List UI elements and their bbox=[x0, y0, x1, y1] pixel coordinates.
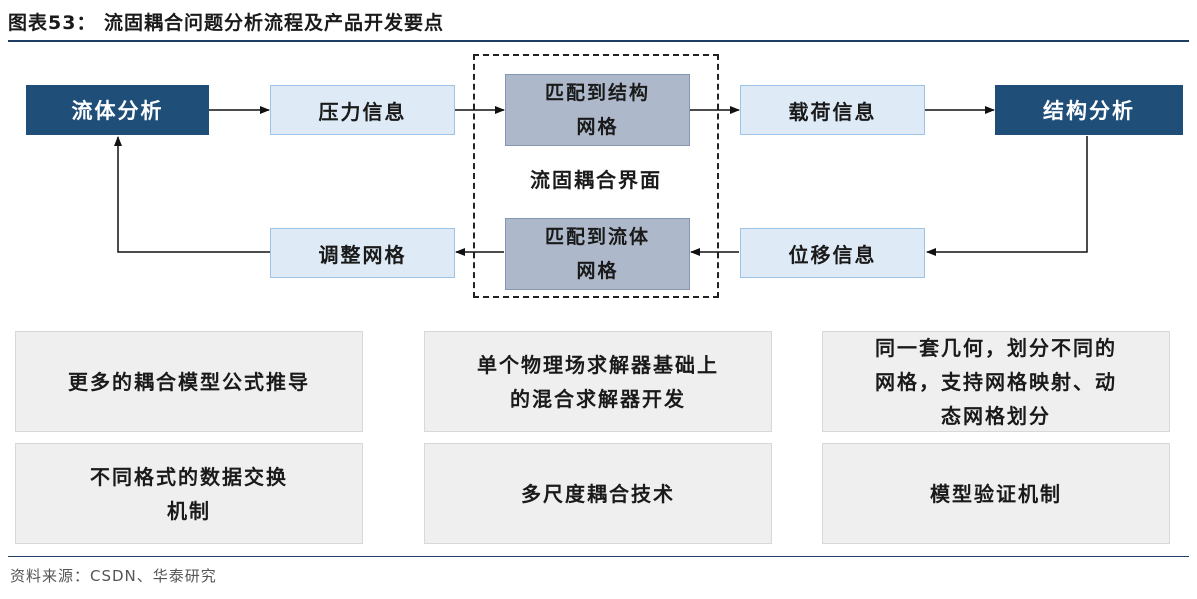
fsi-interface-frame bbox=[473, 54, 719, 298]
point-card-6-text: 模型验证机制 bbox=[930, 481, 1062, 506]
point-card-4: 不同格式的数据交换 机制 bbox=[15, 443, 363, 544]
point-card-2-line2: 的混合求解器开发 bbox=[510, 386, 686, 411]
title-divider bbox=[8, 40, 1189, 42]
match-fluid-mesh-line1: 匹配到流体 bbox=[544, 226, 650, 248]
footer-divider bbox=[8, 556, 1189, 557]
point-card-2-line1: 单个物理场求解器基础上 bbox=[477, 352, 719, 377]
match-fluid-mesh-line2: 网格 bbox=[576, 260, 619, 282]
point-card-3-line3: 态网格划分 bbox=[941, 403, 1051, 428]
adjust-mesh-box: 调整网格 bbox=[270, 228, 455, 278]
match-structure-mesh-line1: 匹配到结构 bbox=[544, 82, 650, 104]
point-card-1-text: 更多的耦合模型公式推导 bbox=[68, 369, 310, 394]
match-fluid-mesh-box: 匹配到流体 网格 bbox=[505, 218, 690, 290]
point-card-3: 同一套几何，划分不同的 网格，支持网格映射、动 态网格划分 bbox=[822, 331, 1170, 432]
point-card-4-line2: 机制 bbox=[167, 498, 211, 523]
match-structure-mesh-line2: 网格 bbox=[576, 116, 619, 138]
point-card-2: 单个物理场求解器基础上 的混合求解器开发 bbox=[424, 331, 772, 432]
load-info-box: 载荷信息 bbox=[740, 85, 925, 135]
structure-analysis-box: 结构分析 bbox=[995, 85, 1183, 135]
point-card-3-line1: 同一套几何，划分不同的 bbox=[875, 335, 1117, 360]
source-note: 资料来源：CSDN、华泰研究 bbox=[10, 567, 217, 585]
pressure-info-box: 压力信息 bbox=[270, 85, 455, 135]
point-card-4-line1: 不同格式的数据交换 bbox=[90, 464, 288, 489]
point-card-5: 多尺度耦合技术 bbox=[424, 443, 772, 544]
point-card-6: 模型验证机制 bbox=[822, 443, 1170, 544]
fluid-analysis-box: 流体分析 bbox=[26, 85, 209, 135]
displacement-info-box: 位移信息 bbox=[740, 228, 925, 278]
arrow-adjust-to-fluid bbox=[114, 136, 270, 253]
arrow-structure-to-displacement bbox=[926, 136, 1088, 256]
point-card-1: 更多的耦合模型公式推导 bbox=[15, 331, 363, 432]
figure-title: 图表53： 流固耦合问题分析流程及产品开发要点 bbox=[8, 12, 445, 34]
match-structure-mesh-box: 匹配到结构 网格 bbox=[505, 74, 690, 146]
fsi-interface-label: 流固耦合界面 bbox=[530, 168, 662, 192]
point-card-5-text: 多尺度耦合技术 bbox=[521, 481, 675, 506]
point-card-3-line2: 网格，支持网格映射、动 bbox=[875, 369, 1117, 394]
